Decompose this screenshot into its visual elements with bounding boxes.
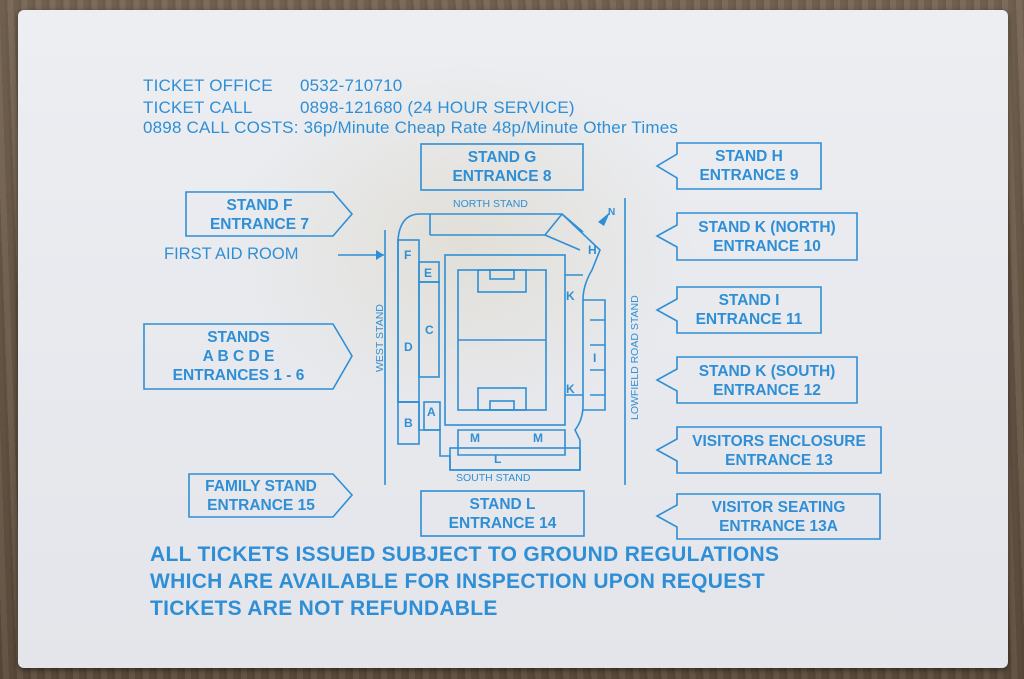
north-penalty-box [477, 269, 527, 293]
family-stand-label: FAMILY STAND ENTRANCE 15 [189, 477, 333, 515]
letter-k-south: K [566, 382, 575, 396]
east-stand-label: LOWFIELD ROAD STAND [629, 295, 641, 420]
stand-i-label: STAND I ENTRANCE 11 [677, 291, 821, 329]
pitch [444, 254, 566, 426]
visitors-enclosure-name: VISITORS ENCLOSURE [692, 433, 866, 450]
footer-line-2: WHICH ARE AVAILABLE FOR INSPECTION UPON … [150, 570, 765, 593]
box-stand-i [655, 286, 822, 334]
family-stand-name: FAMILY STAND [205, 478, 317, 495]
stand-k-south-entrance: ENTRANCE 12 [713, 382, 821, 399]
box-stand-l [420, 490, 585, 537]
stand-f-name: STAND F [226, 197, 293, 214]
letter-d: D [404, 340, 413, 354]
stand-h-entrance: ENTRANCE 9 [699, 167, 799, 184]
box-stands-abcde [143, 323, 353, 390]
family-stand-entrance: ENTRANCE 15 [207, 497, 315, 514]
box-stand-f [185, 191, 354, 237]
stands-abcde-entrances: ENTRANCES 1 - 6 [172, 367, 305, 384]
north-goal-box [489, 269, 515, 280]
stand-g-name: STAND G [467, 149, 537, 166]
east-i-divisions [590, 319, 605, 396]
east-k-divisions [565, 274, 583, 396]
south-goal-box [489, 400, 515, 411]
visitor-seating-name: VISITOR SEATING [711, 499, 846, 516]
stand-i-entrance: ENTRANCE 11 [695, 311, 803, 328]
stand-g-entrance: ENTRANCE 8 [452, 168, 552, 185]
first-aid-label: FIRST AID ROOM [164, 245, 299, 263]
block-c [418, 281, 440, 378]
ticket-call-number: 0898-121680 (24 HOUR SERVICE) [300, 98, 575, 117]
stand-l-name: STAND L [469, 496, 536, 513]
box-stand-k-south [655, 356, 858, 404]
letter-l: L [494, 452, 501, 466]
letter-m-left: M [470, 431, 480, 445]
west-stand-label: WEST STAND [374, 304, 386, 372]
letter-k-north: K [566, 289, 575, 303]
box-stand-k-north [655, 212, 858, 261]
block-b [397, 401, 420, 445]
call-costs: 0898 CALL COSTS: 36p/Minute Cheap Rate 4… [143, 118, 679, 137]
stand-g-label: STAND G ENTRANCE 8 [421, 148, 583, 186]
letter-i: I [593, 351, 596, 365]
block-a [423, 401, 441, 431]
stand-i-name: STAND I [718, 292, 780, 309]
visitors-enclosure-entrance: ENTRANCE 13 [725, 452, 833, 469]
stand-k-north-entrance: ENTRANCE 10 [713, 238, 821, 255]
letter-m-right: M [533, 431, 543, 445]
letter-f: F [404, 248, 411, 262]
south-stand-inner [457, 429, 566, 456]
letter-h: H [588, 243, 597, 257]
stand-k-north-name: STAND K (NORTH) [698, 219, 836, 236]
visitor-seating-entrance: ENTRANCE 13A [719, 518, 838, 535]
box-visitors-enclosure [655, 426, 882, 474]
letter-a: A [427, 405, 436, 419]
south-stand-label: SOUTH STAND [456, 472, 531, 484]
ticket-office-number: 0532-710710 [300, 76, 403, 95]
box-stand-g [420, 143, 584, 191]
compass-label: N [608, 207, 615, 218]
visitors-enclosure-label: VISITORS ENCLOSURE ENTRANCE 13 [677, 432, 881, 470]
north-stand-label: NORTH STAND [453, 198, 528, 210]
footer-line-3: TICKETS ARE NOT REFUNDABLE [150, 597, 498, 620]
stands-abcde-letters: A B C D E [202, 348, 275, 365]
stand-l-label: STAND L ENTRANCE 14 [421, 495, 584, 533]
stand-f-label: STAND F ENTRANCE 7 [186, 196, 333, 234]
box-visitor-seating [655, 493, 881, 540]
stand-f-entrance: ENTRANCE 7 [209, 216, 310, 233]
letter-c: C [425, 323, 434, 337]
footer-line-1: ALL TICKETS ISSUED SUBJECT TO GROUND REG… [150, 543, 780, 566]
letter-b: B [404, 416, 413, 430]
stands-abcde-title: STANDS [207, 329, 270, 346]
box-family-stand [188, 473, 354, 518]
ticket [18, 10, 1008, 668]
visitor-seating-label: VISITOR SEATING ENTRANCE 13A [677, 498, 880, 536]
stand-k-north-label: STAND K (NORTH) ENTRANCE 10 [677, 218, 857, 256]
north-stand [429, 213, 563, 236]
east-i-outer [583, 299, 606, 411]
stand-h-label: STAND H ENTRANCE 9 [677, 147, 821, 185]
letter-e: E [424, 266, 432, 280]
stand-k-south-name: STAND K (SOUTH) [698, 363, 836, 380]
south-penalty-box [477, 387, 527, 411]
stand-l-entrance: ENTRANCE 14 [448, 515, 557, 532]
ticket-office-label: TICKET OFFICE [143, 76, 273, 95]
stand-k-south-label: STAND K (SOUTH) ENTRANCE 12 [677, 362, 857, 400]
corner-h [544, 213, 584, 251]
stand-l-block [449, 447, 581, 471]
ticket-call-label: TICKET CALL [143, 98, 253, 117]
stand-h-name: STAND H [715, 148, 783, 165]
stadium-outline [397, 213, 601, 471]
stands-abcde-label: STANDS A B C D E ENTRANCES 1 - 6 [144, 328, 333, 385]
compass-arrow [598, 212, 610, 226]
box-stand-h [655, 142, 822, 190]
west-stand-block [397, 239, 420, 403]
first-aid-arrowhead [376, 250, 384, 260]
